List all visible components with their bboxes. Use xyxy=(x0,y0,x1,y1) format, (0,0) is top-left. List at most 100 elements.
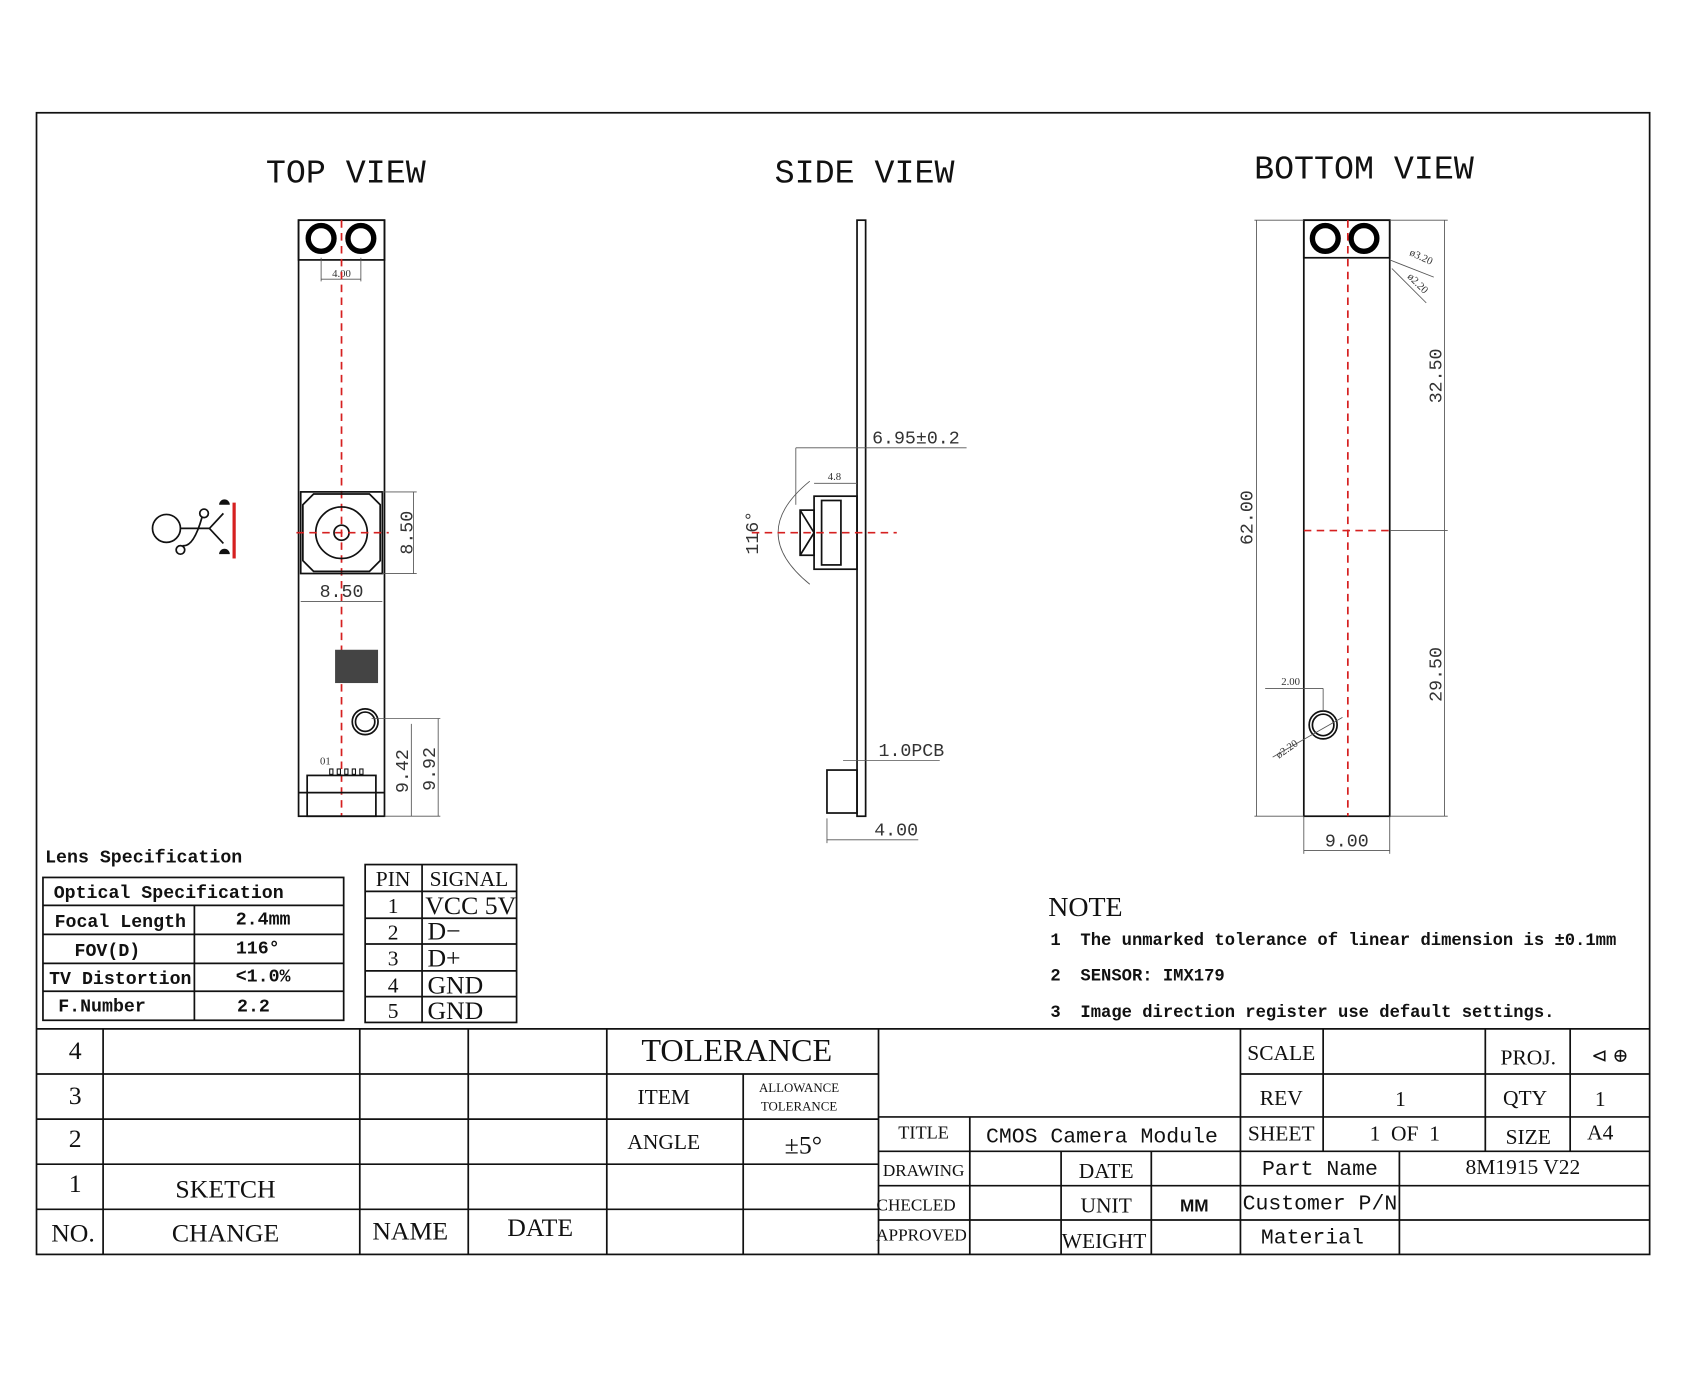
dim-sensor-width: 8.50 xyxy=(320,583,364,603)
notes-title: NOTE xyxy=(1048,892,1122,923)
projection-symbol-icon: ⊲ ⊕ xyxy=(1591,1046,1628,1067)
revision-number: 3 xyxy=(69,1081,82,1110)
chip-icon xyxy=(335,649,379,684)
customer-pn-label: Customer P/N xyxy=(1243,1192,1398,1216)
pin-signal: D+ xyxy=(427,944,460,973)
angle-value: ±5° xyxy=(785,1130,822,1159)
connector-outline xyxy=(306,774,377,818)
title-label: TITLE xyxy=(898,1122,949,1142)
note-number: 3 xyxy=(1050,1004,1060,1023)
spec-label: TV Distortion xyxy=(49,970,191,990)
dim-connector: 4.00 xyxy=(874,822,918,842)
sheet-label: SHEET xyxy=(1248,1122,1315,1146)
pin-signal: GND xyxy=(427,996,483,1025)
pin-number: 5 xyxy=(388,999,399,1023)
qty-value: 1 xyxy=(1595,1087,1606,1111)
weight-label: WEIGHT xyxy=(1062,1229,1147,1253)
spec-value: 2.4mm xyxy=(236,911,291,931)
image-direction-figure-icon xyxy=(151,499,236,559)
spec-label: Focal Length xyxy=(55,913,186,933)
mount-hole-icon xyxy=(1348,222,1380,255)
qty-label: QTY xyxy=(1503,1086,1547,1110)
revision-number: 2 xyxy=(69,1124,82,1153)
dim-width: 9.00 xyxy=(1325,832,1369,852)
header-change: CHANGE xyxy=(172,1219,279,1248)
note-text: SENSOR: IMX179 xyxy=(1080,968,1224,987)
sheet-value: 1 OF 1 xyxy=(1370,1122,1440,1146)
hole-icon xyxy=(351,707,379,736)
spec-value: <1.0% xyxy=(236,968,291,988)
note-number: 1 xyxy=(1050,932,1060,951)
dim-lower: 29.50 xyxy=(1427,647,1447,702)
unit-value: MM xyxy=(1180,1195,1209,1215)
hole-icon xyxy=(1308,710,1338,740)
spec-label: FOV(D) xyxy=(75,942,141,962)
header-date: DATE xyxy=(507,1213,573,1242)
material-label: Material xyxy=(1261,1227,1364,1251)
pin-number: 1 xyxy=(388,894,399,918)
lens-spec-table: Lens Specification Optical Specification… xyxy=(42,848,345,1022)
rev-label: REV xyxy=(1260,1086,1303,1110)
tolerance-table: TOLERANCE ITEM ALLOWANCE TOLERANCE ANGLE… xyxy=(627,1032,839,1159)
tolerance-title: TOLERANCE xyxy=(641,1032,832,1068)
pin-signal: VCC 5V xyxy=(425,891,516,920)
title-block: SCALE PROJ. ⊲ ⊕ REV 1 QTY 1 TITLE CMOS C… xyxy=(876,1041,1628,1253)
header-no: NO. xyxy=(51,1219,95,1248)
signal-header: SIGNAL xyxy=(430,867,509,891)
dim-sensor-height: 8.50 xyxy=(398,511,418,555)
rev-value: 1 xyxy=(1395,1087,1406,1111)
spec-value: 2.2 xyxy=(237,998,270,1018)
proj-label: PROJ. xyxy=(1501,1045,1557,1069)
size-label: SIZE xyxy=(1506,1125,1551,1149)
angle-label: ANGLE xyxy=(627,1130,700,1154)
spec-value: 116° xyxy=(236,940,280,960)
revision-change: SKETCH xyxy=(175,1174,275,1203)
pin-table: PIN SIGNAL 1 VCC 5V 2 D− 3 D+ 4 GND 5 GN… xyxy=(364,863,518,1025)
tolerance-label: TOLERANCE xyxy=(761,1099,837,1113)
dim-9-42: 9.42 xyxy=(394,749,414,793)
bottom-view: ø3.20 ø2.20 32.50 29.50 62.00 2.00 ø2.20… xyxy=(1238,219,1448,854)
checked-label: CHECLED xyxy=(877,1195,956,1214)
note-number: 2 xyxy=(1050,968,1060,987)
pin-signal: GND xyxy=(427,970,483,999)
header-name: NAME xyxy=(372,1216,448,1245)
mount-hole-icon xyxy=(1309,222,1341,255)
title-value: CMOS Camera Module xyxy=(986,1126,1218,1150)
lens-spec-header: Optical Specification xyxy=(54,884,284,904)
date-label: DATE xyxy=(1079,1159,1134,1183)
pin1-label: 01 xyxy=(320,756,331,768)
revision-number: 4 xyxy=(69,1036,82,1065)
dim-height: 6.95±0.2 xyxy=(872,430,960,450)
pin-number: 2 xyxy=(388,921,399,945)
pin-number: 3 xyxy=(388,947,399,971)
dim-offset: 2.00 xyxy=(1281,676,1300,688)
part-name-value: 8M1915 V22 xyxy=(1466,1155,1581,1179)
top-view-title: TOP VIEW xyxy=(266,155,426,193)
dim-length: 62.00 xyxy=(1238,490,1258,545)
dim-holder: 4.8 xyxy=(828,471,841,483)
side-view: 116° 6.95±0.2 4.8 1.0PCB 4.00 xyxy=(744,219,967,844)
drawing-label: DRAWING xyxy=(883,1161,965,1180)
revision-number: 1 xyxy=(69,1169,82,1198)
pin-signal: D− xyxy=(427,917,460,946)
mount-hole-icon xyxy=(305,222,337,255)
mount-hole-icon xyxy=(345,222,377,255)
pin-header: PIN xyxy=(376,867,411,891)
dim-upper: 32.50 xyxy=(1427,349,1447,404)
lens-spec-title: Lens Specification xyxy=(45,848,242,868)
sheet-frame xyxy=(35,111,1651,1256)
allowance-label: ALLOWANCE xyxy=(759,1081,839,1095)
size-value: A4 xyxy=(1587,1120,1614,1144)
revision-table: 4 3 2 1 SKETCH NO. CHANGE NAME DATE xyxy=(51,1036,573,1248)
pin-number: 4 xyxy=(388,973,399,997)
approved-label: APPROVED xyxy=(876,1225,967,1244)
unit-label: UNIT xyxy=(1081,1194,1132,1218)
side-view-title: SIDE VIEW xyxy=(775,155,955,193)
dim-9-92: 9.92 xyxy=(421,747,441,791)
spec-label: F.Number xyxy=(58,998,146,1018)
bottom-view-title: BOTTOM VIEW xyxy=(1254,150,1474,188)
dim-hole2: ø2.20 xyxy=(1274,737,1301,761)
notes: NOTE 1 The unmarked tolerance of linear … xyxy=(1048,892,1616,1023)
title-block-grid xyxy=(36,1028,1650,1255)
